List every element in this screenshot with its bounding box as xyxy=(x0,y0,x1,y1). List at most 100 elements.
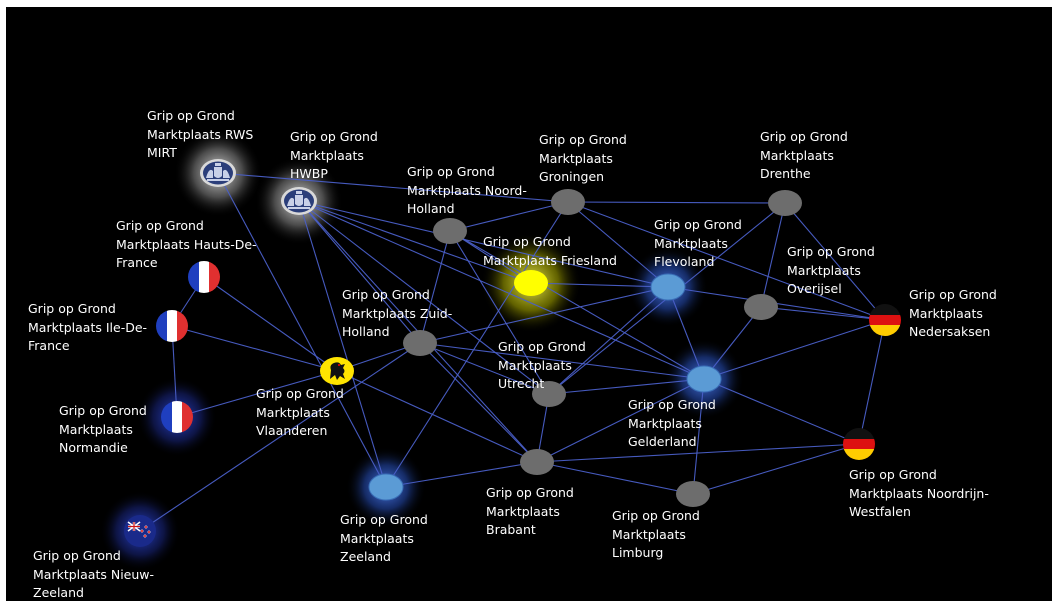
normandie-label-line: Marktplaats xyxy=(59,421,133,437)
edge-friesland-flevoland xyxy=(530,282,669,288)
edge-friesland-noordholland xyxy=(449,230,532,284)
zuidholland-label-line: Grip op Grond xyxy=(342,287,430,302)
brabant-label-line: Grip op Grond xyxy=(486,485,574,500)
normandie-node[interactable] xyxy=(161,401,193,433)
overijsel-label-line: Grip op Grond xyxy=(787,244,875,259)
noordholland-label-line: Marktplaats Noord- xyxy=(407,182,527,198)
edge-nedersaksen-noordrijnwestfalen xyxy=(858,319,886,445)
noordholland-label-line: Grip op Grond xyxy=(407,164,495,179)
zuidholland-label-line: Marktplaats Zuid- xyxy=(342,305,453,321)
noordrijnwestfalen-label-line: Grip op Grond xyxy=(849,467,937,482)
edge-flevoland-gelderland xyxy=(667,286,705,380)
groningen-label-line: Grip op Grond xyxy=(539,132,627,147)
groningen-node[interactable] xyxy=(551,189,585,215)
friesland-label-line: Grip op Grond xyxy=(483,234,571,249)
vlaanderen-label-line: Vlaanderen xyxy=(256,423,328,438)
edge-overijsel-gelderland xyxy=(703,306,762,380)
edge-rws-zeeland xyxy=(217,172,387,488)
normandie-label-line: Normandie xyxy=(59,440,128,455)
edge-flevoland-utrecht xyxy=(548,286,669,395)
zeeland-label-line: Grip op Grond xyxy=(340,512,428,527)
vlaanderen-label-line: Grip op Grond xyxy=(256,386,344,401)
edge-groningen-zeeland xyxy=(385,201,569,488)
friesland-node[interactable] xyxy=(514,270,548,296)
hwbp-node[interactable] xyxy=(281,187,317,215)
zeeland-label-line: Zeeland xyxy=(340,549,391,564)
brabant-node[interactable] xyxy=(520,449,554,475)
nedersaksen-label-line: Marktplaats xyxy=(909,305,983,321)
edge-hautsdefrance-vlaanderen xyxy=(203,276,338,372)
drenthe-label-line: Marktplaats xyxy=(760,147,834,163)
edge-overijsel-nedersaksen xyxy=(760,306,886,321)
brabant-label-line: Marktplaats xyxy=(486,503,560,519)
edge-noordholland-utrecht xyxy=(449,230,550,395)
edge-flevoland-zuidholland xyxy=(419,286,669,344)
edge-brabant-zeeland xyxy=(385,461,538,488)
groningen-label-line: Marktplaats xyxy=(539,150,613,166)
rws-node[interactable] xyxy=(200,159,236,187)
overijsel-node[interactable] xyxy=(744,294,778,320)
network-graph xyxy=(100,129,901,571)
hautsdefrance-label-line: Marktplaats Hauts-De- xyxy=(116,236,257,252)
groningen-label-line: Groningen xyxy=(539,169,605,184)
utrecht-label-line: Grip op Grond xyxy=(498,339,586,354)
brabant-label-line: Brabant xyxy=(486,522,536,537)
edge-noordholland-groningen xyxy=(449,201,569,232)
edge-gelderland-brabant xyxy=(536,378,705,463)
hwbp-label-line: Marktplaats xyxy=(290,147,364,163)
edge-hwbp-friesland xyxy=(298,200,532,284)
nedersaksen-label-line: Nedersaksen xyxy=(909,324,991,339)
nieuwzeeland-label-line: Zeeland xyxy=(33,585,84,600)
noordrijnwestfalen-node[interactable] xyxy=(843,428,875,460)
gelderland-node[interactable] xyxy=(686,365,722,393)
zeeland-node[interactable] xyxy=(368,473,404,501)
edge-rws-groningen xyxy=(217,172,569,203)
iledefrance-node[interactable] xyxy=(156,310,188,342)
zuidholland-label-line: Holland xyxy=(342,324,390,339)
rws-label-line: MIRT xyxy=(147,145,177,160)
limburg-label-line: Limburg xyxy=(612,545,664,560)
normandie-label-line: Grip op Grond xyxy=(59,403,147,418)
vlaanderen-node[interactable] xyxy=(320,357,354,385)
utrecht-node[interactable] xyxy=(532,381,566,407)
limburg-node[interactable] xyxy=(676,481,710,507)
noordholland-node[interactable] xyxy=(433,218,467,244)
edge-drenthe-overijsel xyxy=(760,202,786,308)
flevoland-node[interactable] xyxy=(650,273,686,301)
flevoland-label-line: Marktplaats xyxy=(654,235,728,251)
edge-zuidholland-utrecht xyxy=(419,342,550,395)
noordrijnwestfalen-label-line: Marktplaats Noordrijn- xyxy=(849,485,989,501)
vlaanderen-label-line: Marktplaats xyxy=(256,404,330,420)
zeeland-label-line: Marktplaats xyxy=(340,530,414,546)
edge-groningen-nedersaksen xyxy=(567,201,886,321)
nieuwzeeland-node[interactable] xyxy=(124,515,156,547)
edge-gelderland-noordrijnwestfalen xyxy=(703,378,860,445)
edge-vlaanderen-brabant xyxy=(336,370,538,463)
hwbp-label-line: HWBP xyxy=(290,166,328,181)
edge-nedersaksen-gelderland xyxy=(703,319,886,380)
edge-gelderland-utrecht xyxy=(548,378,705,395)
edge-groningen-drenthe xyxy=(567,201,786,204)
hautsdefrance-node[interactable] xyxy=(188,261,220,293)
nedersaksen-node[interactable] xyxy=(869,304,901,336)
zuidholland-node[interactable] xyxy=(403,330,437,356)
edge-drenthe-nedersaksen xyxy=(784,202,886,321)
drenthe-node[interactable] xyxy=(768,190,802,216)
edge-hwbp-zeeland xyxy=(298,200,387,488)
